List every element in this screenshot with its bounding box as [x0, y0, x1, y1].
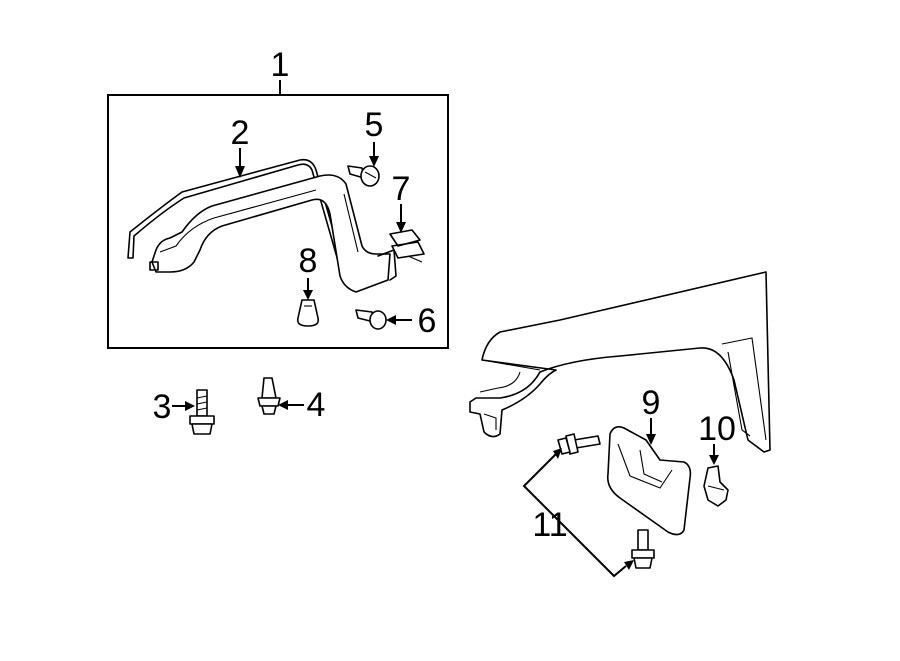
clip-4-base [261, 405, 277, 415]
clip-10-body [703, 465, 729, 507]
callout-5: 5 [365, 106, 384, 144]
callout-8: 8 [299, 242, 318, 280]
callout-7: 7 [392, 170, 411, 208]
bolt-3-head [191, 423, 213, 435]
part-5-clip: 5 [347, 106, 384, 187]
part-8-nut: 8 [296, 242, 320, 327]
callout-11-arrow-upper [553, 448, 562, 459]
fender-lower-lip [479, 371, 521, 393]
callout-9-arrow [646, 434, 656, 445]
flare-bracket [377, 249, 397, 281]
part-10-clip: 10 [698, 410, 736, 507]
callout-8-arrow [303, 290, 313, 300]
retainer-top [389, 229, 421, 247]
callout-7-arrow [396, 222, 406, 233]
part-9-mudflap: 9 [606, 384, 692, 536]
kit-box [107, 94, 449, 349]
bolt-3-thread-a [196, 395, 208, 399]
nut-8-body [296, 299, 320, 327]
callout-11: 11 [532, 506, 567, 544]
callout-6: 6 [418, 302, 437, 340]
callout-11-leader [522, 453, 627, 578]
fender-crease [481, 359, 541, 371]
callout-10-arrow [709, 455, 719, 465]
callout-2: 2 [231, 114, 250, 152]
bolt-3-flange [189, 415, 215, 425]
bolt-3-thread-c [196, 407, 208, 411]
fender-panel [469, 271, 771, 453]
fender-mount [483, 413, 497, 430]
part-6-screw: 6 [355, 302, 437, 340]
bolt-3-thread-b [196, 401, 208, 405]
clip-5-slot [364, 171, 377, 179]
mudflap-body [606, 426, 692, 536]
clip-10-line [707, 485, 725, 491]
clip-5-head [360, 165, 380, 187]
callout-6-arrow [386, 315, 396, 325]
callout-10: 10 [698, 410, 736, 448]
screw-6-head [369, 310, 387, 330]
clip-4-stem [261, 377, 277, 399]
bolt-11b-shank [637, 529, 649, 551]
callout-3-arrow [185, 401, 195, 411]
retainer-tail [407, 255, 423, 263]
flare-tab [149, 261, 159, 271]
callout-4-arrow [278, 400, 288, 410]
mudflap-rib [639, 449, 663, 483]
bolt-11a-shank [573, 435, 601, 449]
fender-outline [469, 271, 771, 453]
part-11-bolts: 11 [522, 433, 655, 578]
flare-body [151, 174, 391, 293]
retainer-body [391, 241, 425, 259]
callout-11-arrow-lower [624, 560, 634, 570]
bolt-11b-flange [631, 549, 655, 559]
part-2-fender-flare: 2 [127, 114, 397, 293]
clip-4-collar [257, 397, 281, 407]
part-4-clip: 4 [257, 377, 326, 424]
callout-9: 9 [642, 384, 661, 422]
part-7-retainer: 7 [389, 170, 425, 263]
fender-rear-flange [721, 337, 767, 441]
mudflap-inner [617, 443, 673, 489]
callout-2-arrow [235, 166, 245, 178]
part-3-bolt: 3 [153, 388, 215, 435]
kit-box-group: 1 [107, 46, 449, 349]
callout-1: 1 [271, 46, 290, 84]
callout-3: 3 [153, 388, 172, 426]
fender-rear-edge [727, 351, 751, 437]
callout-4: 4 [307, 386, 326, 424]
bolt-11b-head [633, 557, 653, 569]
flare-edge [159, 189, 317, 253]
flare-edge-2 [343, 193, 359, 253]
callout-5-arrow [369, 156, 379, 167]
